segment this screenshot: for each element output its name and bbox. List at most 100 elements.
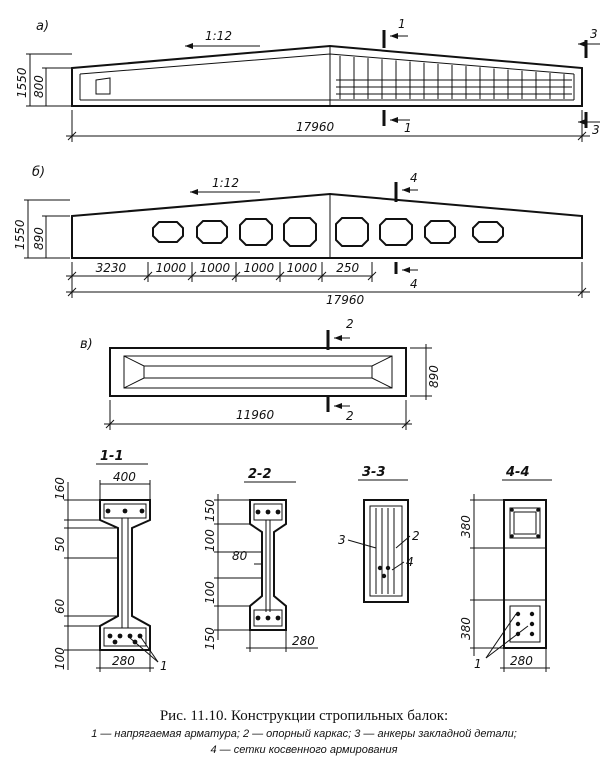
view-a-label: а) [36, 19, 49, 34]
section-3-3-marker-3: 3 [338, 533, 346, 547]
span-label: 250 [336, 261, 359, 275]
section-4-4-marker: 1 [474, 657, 482, 671]
span-label: 1000 [244, 261, 275, 275]
span-tick-mark [187, 271, 197, 281]
view-a-cut1-top: 1 [398, 17, 406, 31]
rebar-dot [529, 631, 535, 637]
view-v-label: в) [80, 337, 93, 352]
view-a-cut3-bottom: 3 [592, 123, 600, 137]
rebar-dot [536, 508, 540, 512]
view-v-beam-outline [109, 347, 407, 397]
rebar-dot [275, 615, 281, 621]
rebar-dot [255, 615, 261, 621]
view-v-cut2-top: 2 [346, 317, 354, 331]
rebar-dot [515, 611, 521, 617]
rebar-dot [255, 509, 261, 515]
rebar-dot [510, 534, 514, 538]
view-a-height-total: 1550 [15, 67, 29, 98]
view-b-beam-outline [71, 192, 583, 259]
span-tick-mark [143, 271, 153, 281]
section-1-1: 1-1 400 160 50 60 100 280 1 [53, 449, 168, 673]
section-2-2-dim-100-top: 100 [203, 529, 217, 552]
rebar-dot [529, 621, 535, 627]
view-b-label: б) [32, 165, 45, 180]
rebar-dot [122, 508, 128, 514]
section-1-1-dim-50: 50 [53, 536, 67, 552]
beam-opening [379, 218, 413, 246]
figure-caption-legend-2: 4 — сетки косвенного армирования [210, 744, 398, 756]
section-3-3-marker-2: 2 [412, 529, 420, 543]
section-3-3-marker-4: 4 [406, 555, 414, 569]
beam-opening [196, 220, 228, 244]
section-4-4-dim-bottom: 380 [459, 617, 473, 640]
view-v-height: 890 [427, 365, 441, 388]
beam-opening [335, 217, 369, 247]
section-4-4: 4-4 380 380 280 1 [459, 465, 552, 672]
section-3-3: 3-3 3 2 4 [338, 465, 420, 603]
section-3-3-title: 3-3 [362, 465, 386, 480]
rebar-dot [139, 508, 145, 514]
section-1-1-title: 1-1 [100, 449, 124, 464]
view-b-height-total: 1550 [13, 219, 27, 250]
rebar-dot [117, 633, 123, 639]
span-label: 1000 [287, 261, 318, 275]
section-4-4-dim-top: 380 [459, 515, 473, 538]
section-1-1-marker: 1 [160, 659, 168, 673]
section-1-1-top-width: 400 [113, 470, 136, 484]
view-b-length: 17960 [326, 293, 365, 307]
view-b-cut4-top: 4 [410, 171, 418, 185]
beam-opening [283, 217, 317, 247]
rebar-dot [275, 509, 281, 515]
view-b-cut4-bottom: 4 [410, 277, 418, 291]
section-2-2-dim-80: 80 [232, 549, 248, 563]
section-4-4-bottom-width: 280 [510, 654, 533, 668]
section-4-4-title: 4-4 [505, 465, 530, 480]
section-2-2-dim-150-top: 150 [203, 499, 217, 522]
rebar-dot [127, 633, 133, 639]
rebar-dot [385, 565, 391, 571]
view-b-height-end: 890 [32, 227, 46, 250]
view-b-slope-label: 1:12 [212, 176, 239, 190]
section-2-2-dim-100-bottom: 100 [203, 581, 217, 604]
rebar-dot [381, 573, 387, 579]
view-a-cut3-top: 3 [590, 27, 598, 41]
view-a-cut1-bottom: 1 [404, 121, 412, 135]
section-2-2: 2-2 150 100 80 100 150 280 [203, 467, 318, 652]
rebar-dot [529, 611, 535, 617]
span-tick-mark [367, 271, 377, 281]
beam-opening [239, 218, 273, 246]
rebar-dot [536, 534, 540, 538]
section-1-1-dim-160: 160 [53, 477, 67, 500]
view-a: а) 1:12 1550 800 17960 1 1 [15, 17, 600, 142]
section-1-1-dim-60: 60 [53, 598, 67, 614]
view-a-reinforcement-grid [336, 55, 572, 99]
rebar-dot [377, 565, 383, 571]
beam-opening [152, 221, 184, 243]
figure-caption-legend-1: 1 — напрягаемая арматура; 2 — опорный ка… [91, 728, 517, 740]
rebar-dot [107, 633, 113, 639]
rebar-dot [515, 621, 521, 627]
span-label: 1000 [156, 261, 187, 275]
view-a-slope-label: 1:12 [205, 29, 232, 43]
section-3-3-outline [363, 499, 409, 603]
span-label: 3230 [96, 261, 127, 275]
rebar-dot [265, 615, 271, 621]
view-a-height-end: 800 [32, 75, 46, 98]
section-4-4-outline [503, 499, 547, 649]
view-v-cut2-bottom: 2 [346, 409, 354, 423]
beam-opening [424, 220, 456, 244]
rebar-dot [112, 639, 118, 645]
span-tick-mark [231, 271, 241, 281]
view-a-beam-outline [71, 44, 583, 107]
rebar-dot [510, 508, 514, 512]
section-2-2-dim-150-bottom: 150 [203, 627, 217, 650]
view-a-inner-top [79, 53, 575, 75]
section-2-2-title: 2-2 [248, 467, 272, 482]
figure-caption-title: Рис. 11.10. Конструкции стропильных бало… [159, 708, 449, 724]
span-tick-mark [317, 271, 327, 281]
view-v-length: 11960 [236, 408, 275, 422]
rebar-dot [105, 508, 111, 514]
